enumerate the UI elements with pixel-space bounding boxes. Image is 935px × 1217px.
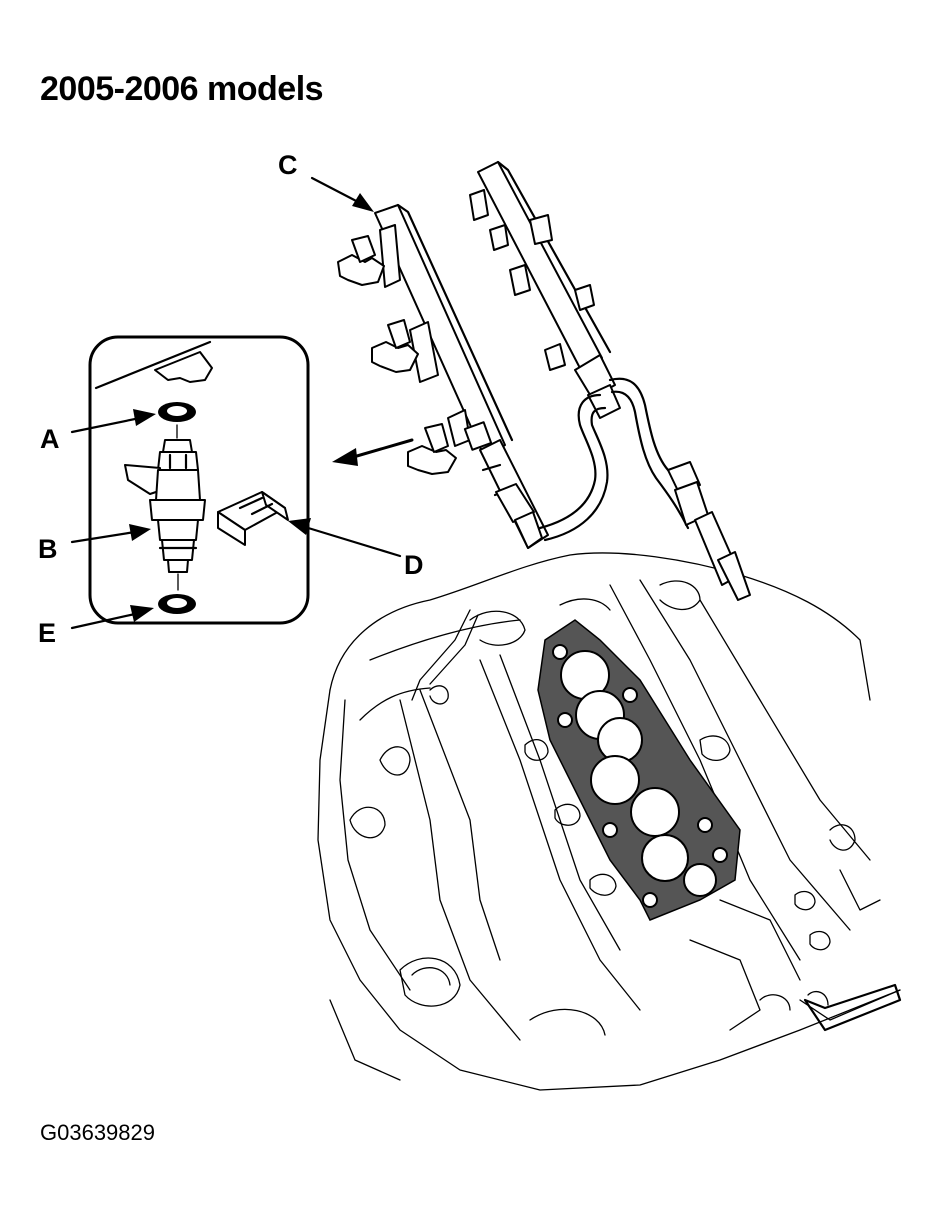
callout-label-d: D	[404, 550, 424, 580]
figure-id: G03639829	[40, 1120, 155, 1145]
leader-line-b	[70, 524, 151, 544]
removal-arrow	[332, 438, 414, 466]
o-ring-icon-lower	[158, 594, 196, 614]
injector-clip-icon	[217, 491, 289, 546]
fuel-injector-icon	[337, 235, 457, 475]
detail-inset	[88, 335, 310, 625]
page-title: 2005-2006 models	[40, 70, 324, 108]
fuel-rail-icon	[374, 203, 549, 549]
engine-block-icon	[317, 552, 902, 1091]
o-ring-icon	[158, 402, 196, 422]
callout-label-b: B	[38, 534, 58, 564]
leader-line-a	[70, 409, 156, 434]
fuel-line	[538, 377, 751, 601]
fuel-rail-icon-right	[469, 160, 621, 419]
leader-line-c	[310, 176, 374, 212]
intake-manifold-gasket	[537, 619, 741, 921]
callout-label-e: E	[38, 618, 57, 648]
leader-line-e	[70, 605, 154, 630]
callout-label-c: C	[278, 150, 298, 180]
fuel-injector-icon-detail	[124, 439, 206, 573]
callout-label-a: A	[40, 424, 60, 454]
leader-line-d	[288, 518, 402, 558]
